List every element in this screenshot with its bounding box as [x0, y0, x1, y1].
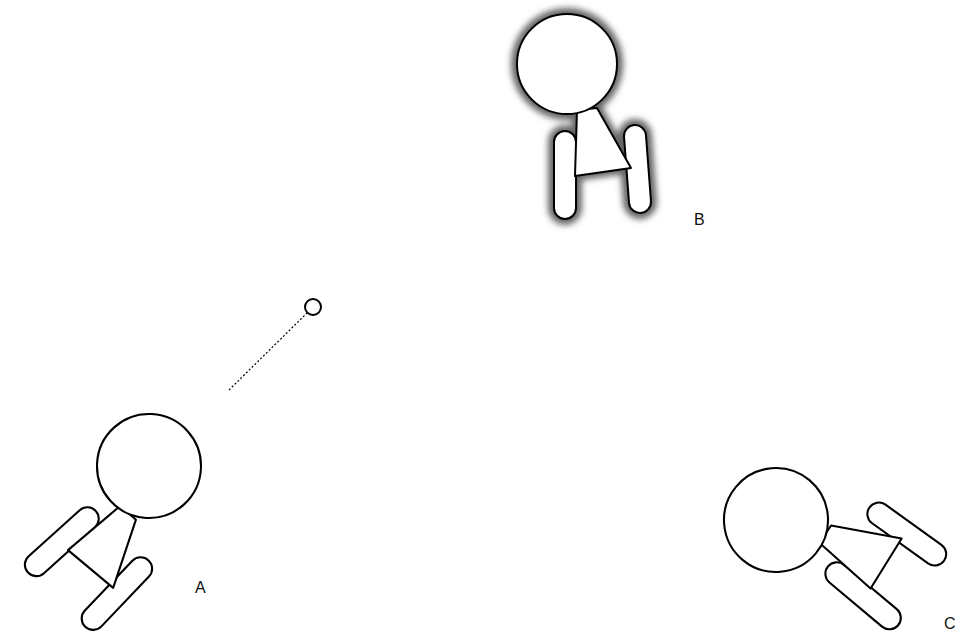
gaze-target [305, 299, 321, 315]
gaze-line [229, 313, 307, 390]
robot-label: C [944, 616, 956, 632]
robot-a [3, 393, 239, 623]
robot-b [511, 8, 640, 208]
robot-label: B [694, 212, 705, 228]
robot-label: A [195, 580, 206, 596]
robot-c [703, 428, 940, 636]
